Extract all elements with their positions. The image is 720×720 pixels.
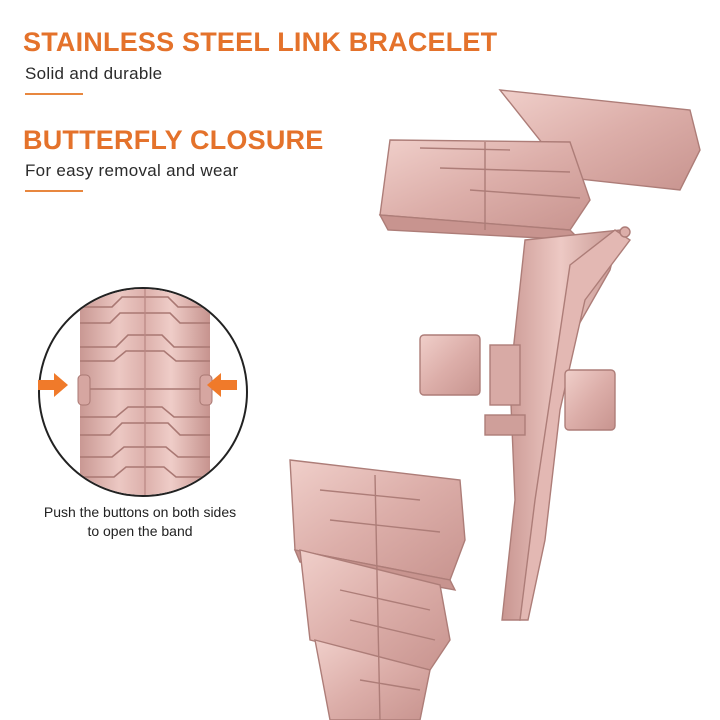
closure-detail-view — [38, 287, 248, 497]
caption-line: to open the band — [87, 523, 193, 539]
divider-line — [25, 190, 83, 192]
clasp-closeup-image — [77, 289, 213, 495]
arrow-left-icon — [207, 373, 237, 397]
divider-line — [25, 93, 83, 95]
feature-subtitle-bracelet: Solid and durable — [25, 64, 163, 83]
feature-subtitle-closure: For easy removal and wear — [25, 161, 239, 180]
detail-caption: Push the buttons on both sides to open t… — [10, 503, 270, 541]
arrow-right-icon — [38, 373, 68, 397]
feature-title-closure: BUTTERFLY CLOSURE — [23, 125, 324, 155]
feature-title-bracelet: STAINLESS STEEL LINK BRACELET — [23, 27, 498, 57]
bracelet-product-image — [289, 89, 701, 720]
caption-line: Push the buttons on both sides — [43, 504, 237, 520]
